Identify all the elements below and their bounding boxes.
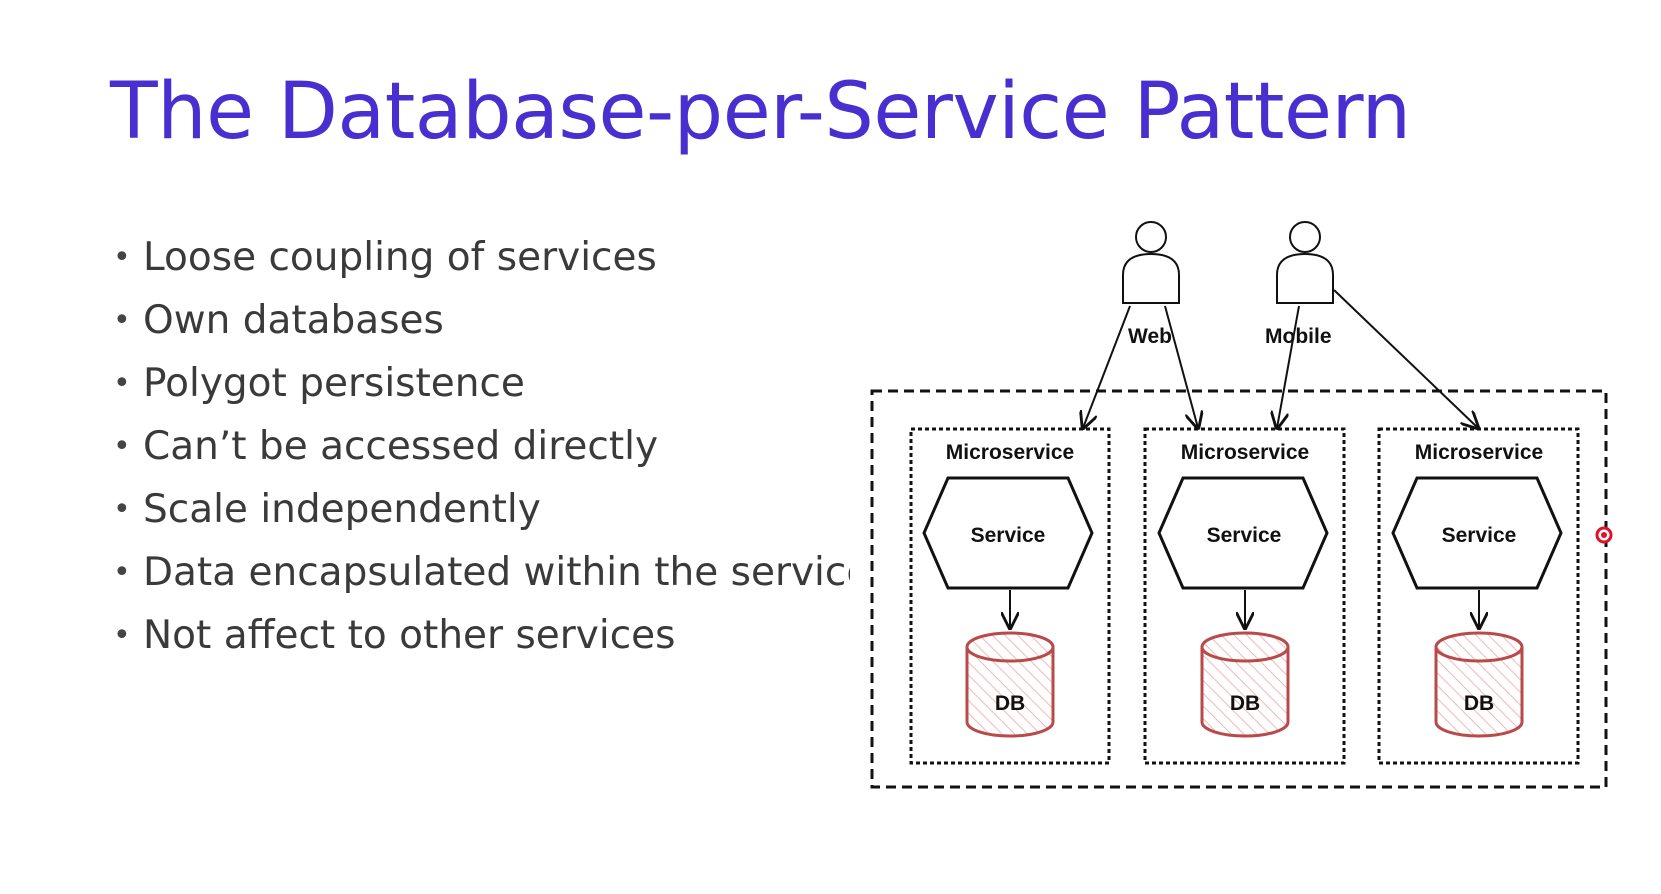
microservice-label: Microservice [1415, 441, 1543, 464]
bullet-dot-icon: • [113, 555, 131, 590]
db-label: DB [995, 692, 1025, 715]
bullet-dot-icon: • [113, 240, 131, 275]
request-arrow [1333, 289, 1478, 428]
bullet-item: • Loose coupling of services [108, 226, 850, 289]
database-icon [965, 631, 1055, 738]
user-icon [1122, 221, 1180, 304]
client-label-web: Web [1128, 325, 1172, 348]
client-label-mobile: Mobile [1265, 325, 1332, 348]
bullet-dot-icon: • [113, 492, 131, 527]
microservice-label: Microservice [1181, 441, 1309, 464]
microservice-box: Microservice Service DB [1143, 427, 1346, 765]
bullet-dot-icon: • [113, 366, 131, 401]
user-icon [1276, 221, 1334, 304]
request-arrow [1277, 305, 1300, 428]
bullet-dot-icon: • [113, 429, 131, 464]
request-arrow [1164, 305, 1198, 428]
bullet-item: • Scale independently [108, 478, 850, 541]
bullet-item: • Can’t be accessed directly [108, 415, 850, 478]
service-label: Service [1442, 524, 1517, 547]
bullet-text: Data encapsulated within the service [143, 550, 850, 595]
service-label: Service [1207, 524, 1282, 547]
service-hexagon [1391, 476, 1563, 590]
service-hexagon [1157, 476, 1329, 590]
bullet-text: Scale independently [143, 487, 541, 532]
bullet-text: Can’t be accessed directly [143, 424, 659, 469]
bullet-item: • Polygot persistence [108, 352, 850, 415]
bullet-dot-icon: • [113, 618, 131, 653]
laser-pointer-icon [1595, 526, 1613, 544]
database-icon [1434, 631, 1524, 738]
service-label: Service [971, 524, 1046, 547]
system-boundary [870, 389, 1608, 789]
bullet-text: Not affect to other services [143, 613, 676, 658]
microservice-label: Microservice [946, 441, 1074, 464]
db-label: DB [1230, 692, 1260, 715]
bullet-item: • Not affect to other services [108, 604, 850, 667]
slide-title: The Database-per-Service Pattern [110, 67, 1411, 157]
bullet-dot-icon: • [113, 303, 131, 338]
request-arrow [1083, 305, 1131, 428]
bullet-list: • Loose coupling of services • Own databas… [108, 226, 850, 667]
bullet-item: • Data encapsulated within the service [108, 541, 850, 604]
bullet-text: Own databases [143, 298, 444, 343]
database-icon [1200, 631, 1290, 738]
microservice-box: Microservice Service DB [909, 427, 1111, 765]
bullet-text: Loose coupling of services [143, 235, 657, 280]
bullet-item: • Own databases [108, 289, 850, 352]
service-hexagon [922, 476, 1094, 590]
db-label: DB [1464, 692, 1494, 715]
bullet-text: Polygot persistence [143, 361, 525, 406]
microservice-box: Microservice Service DB [1377, 427, 1580, 765]
